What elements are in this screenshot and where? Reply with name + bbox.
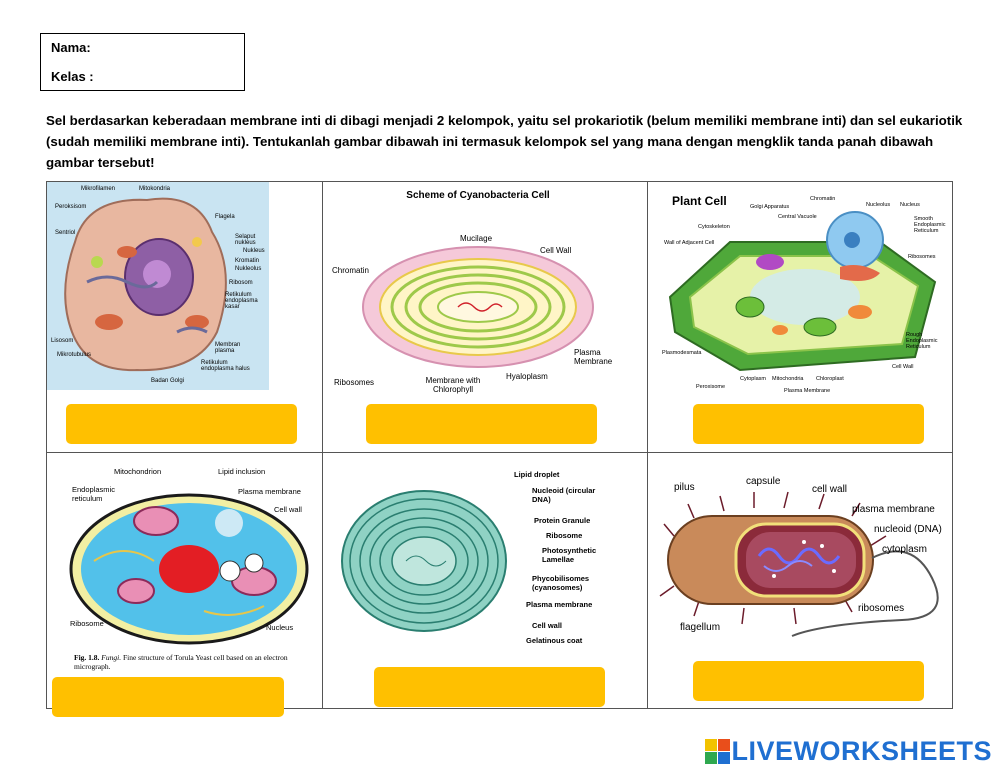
- label: Membrane with Chlorophyll: [425, 376, 481, 394]
- diagram-title: Scheme of Cyanobacteria Cell: [406, 190, 550, 201]
- label: Gelatinous coat: [526, 636, 583, 645]
- label: cytoplasm: [882, 544, 928, 555]
- label: Mitochondria: [772, 376, 804, 382]
- label: Cell wall: [274, 505, 302, 514]
- grid-line: [46, 708, 953, 709]
- plant-cell-image: Plant Cell Golgi Apparatus Chromatin Nuc…: [660, 182, 950, 400]
- label: Cell Wall: [892, 364, 914, 370]
- label: Nukleolus: [235, 266, 262, 272]
- label: Peroxisome: [696, 384, 726, 390]
- yeast-cell-image: Mitochondrion Lipid inclusion Endoplasmi…: [54, 461, 319, 676]
- label: Peroksisom: [55, 204, 87, 210]
- diagram-title: Plant Cell: [672, 194, 727, 208]
- grid-line: [647, 181, 648, 709]
- label: plasma membrane: [852, 504, 935, 515]
- label: Ribosome: [546, 531, 583, 540]
- label: Ribosomes: [334, 378, 375, 387]
- label: flagellum: [680, 622, 721, 633]
- label: Mikrofilamen: [81, 186, 116, 192]
- label: Plasma membrane: [526, 600, 593, 609]
- label: Golgi Apparatus: [750, 204, 790, 210]
- figure-caption: Fig. 1.8. Fungi. Fine structure of Torul…: [74, 653, 314, 671]
- cell-image-grid: Mikrofilamen Mitokondria Peroksisom Flag…: [46, 181, 953, 717]
- label: Chloroplast: [816, 376, 844, 382]
- cyanobacteria-cell-image: Scheme of Cyanobacteria Cell Mucilage Ce…: [328, 182, 628, 402]
- label: Wall of Adjacent Cell: [664, 240, 715, 246]
- label: Plasma Membrane: [784, 388, 831, 394]
- prokaryote-cell-image: Lipid droplet Nucleoid (circular DNA) Pr…: [336, 466, 631, 656]
- label: ribosomes: [858, 603, 905, 614]
- class-label: Kelas :: [51, 69, 94, 84]
- answer-drop-zone-6[interactable]: [693, 661, 924, 701]
- label: Plasmodesmata: [662, 350, 702, 356]
- label: Central Vacuole: [778, 214, 817, 220]
- label: Membran plasma: [215, 342, 241, 354]
- liveworksheets-logo: LIVEWORKSHEETS: [705, 736, 992, 767]
- label: Nucleus: [900, 202, 920, 208]
- label: Ribosom: [229, 280, 253, 286]
- label: Nukleus: [243, 248, 265, 254]
- label: Cell Wall: [540, 246, 572, 255]
- label: Sentriol: [55, 230, 76, 236]
- label: Smooth Endoplasmic Reticulum: [914, 216, 946, 234]
- label: cell wall: [812, 484, 848, 495]
- label: Mikrotubulus: [57, 352, 92, 358]
- label: Lipid inclusion: [218, 467, 266, 476]
- grid-line: [46, 181, 953, 182]
- label: Kromatin: [235, 258, 260, 264]
- label: Cytoplasm: [740, 376, 766, 382]
- label: Nucleus: [266, 623, 294, 632]
- label: Badan Golgi: [151, 378, 185, 384]
- label: Retikulum endoplasma kasar: [225, 292, 258, 310]
- instructions-text: Sel berdasarkan keberadaan membrane inti…: [46, 113, 963, 170]
- label: Phycobilisomes (cyanosomes): [532, 574, 590, 592]
- label: pilus: [674, 482, 695, 493]
- label: Mitochondrion: [114, 467, 162, 476]
- answer-drop-zone-4[interactable]: [52, 677, 284, 717]
- student-info-box: Nama: Kelas :: [40, 33, 245, 91]
- label: Rough Endoplasmic Reticulum: [906, 332, 938, 350]
- label: Chromatin: [332, 266, 369, 275]
- brand-name: LIVEWORKSHEETS: [731, 736, 992, 766]
- label: Photosynthetic Lamellae: [542, 546, 597, 564]
- grid-line: [952, 181, 953, 709]
- label: Selaput nukleus: [235, 234, 256, 246]
- caption-fig: Fig. 1.8.: [74, 653, 100, 662]
- animal-cell-image: Mikrofilamen Mitokondria Peroksisom Flag…: [47, 182, 269, 390]
- label: Cytoskeleton: [698, 224, 730, 230]
- label: Cell wall: [532, 621, 563, 630]
- label: Retikulum endoplasma halus: [201, 360, 250, 372]
- label: Endoplasmic reticulum: [72, 485, 115, 503]
- label: Hyaloplasm: [506, 372, 548, 381]
- answer-drop-zone-1[interactable]: [66, 404, 297, 444]
- label: Chromatin: [810, 196, 836, 202]
- caption-italic: Fungi.: [101, 653, 122, 662]
- label: Mucilage: [460, 234, 493, 243]
- grid-line: [46, 452, 953, 453]
- label: Ribosome: [70, 619, 104, 628]
- label: Flagela: [215, 214, 235, 220]
- label: Lipid droplet: [514, 470, 560, 479]
- label: Mitokondria: [139, 186, 171, 192]
- label: Nucleolus: [866, 202, 891, 208]
- grid-line: [322, 181, 323, 709]
- label: capsule: [746, 476, 781, 487]
- label: Plasma membrane: [238, 487, 301, 496]
- label: Lisosom: [51, 338, 74, 344]
- answer-drop-zone-3[interactable]: [693, 404, 924, 444]
- caption-rest: Fine structure of Torula Yeast cell base…: [74, 653, 288, 671]
- name-label: Nama:: [51, 40, 91, 55]
- label: Ribosomes: [908, 254, 936, 260]
- label: Nucleoid (circular DNA): [532, 486, 596, 504]
- label: Plasma Membrane: [574, 348, 613, 366]
- label: nucleoid (DNA): [874, 524, 942, 535]
- bacteria-cell-image: pilus capsule cell wall plasma membrane …: [654, 476, 949, 651]
- answer-drop-zone-2[interactable]: [366, 404, 597, 444]
- answer-drop-zone-5[interactable]: [374, 667, 605, 707]
- grid-line: [46, 181, 47, 709]
- liveworksheets-badge-icon: [705, 738, 731, 764]
- label: Protein Granule: [534, 516, 591, 525]
